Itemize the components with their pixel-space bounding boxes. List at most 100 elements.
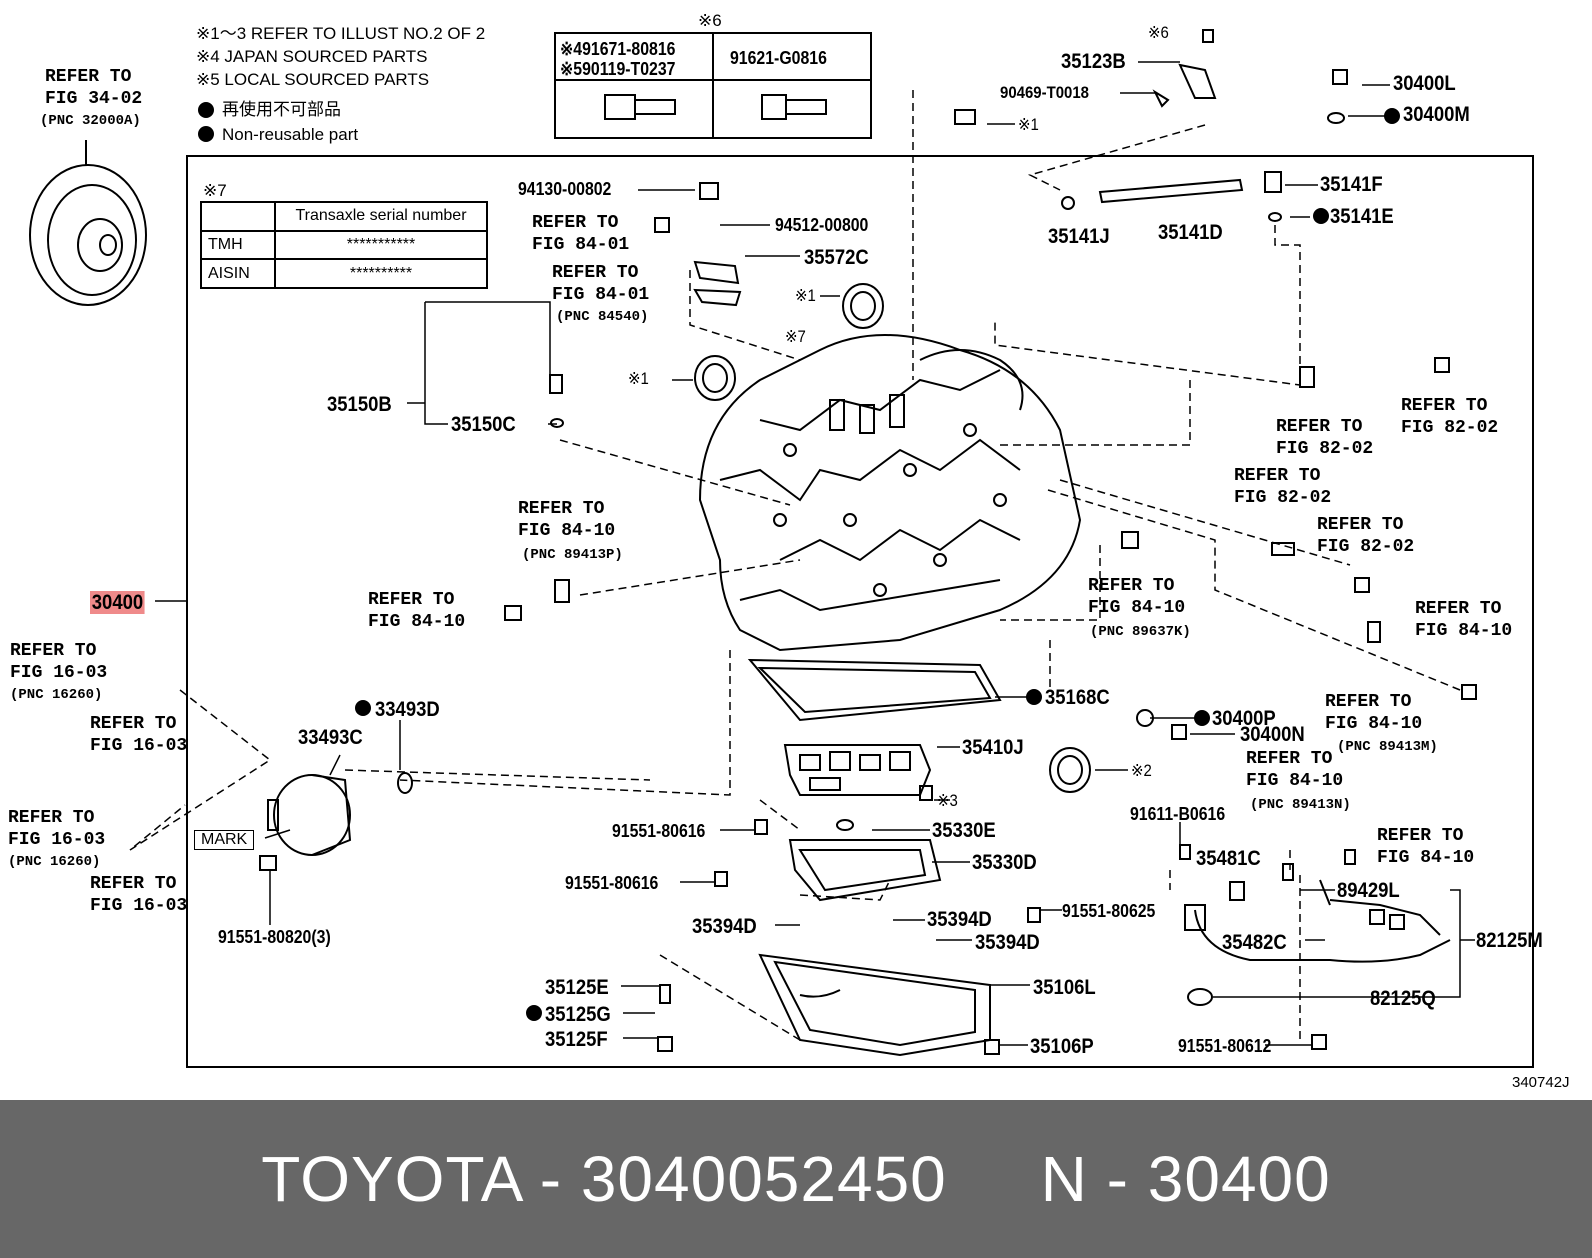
part-label-35125E[interactable]: 35125E	[545, 976, 609, 999]
part-label-35168C[interactable]: 35168C	[1045, 686, 1110, 709]
transaxle-case-drawing	[698, 334, 1082, 652]
bolt-table-part-1: ※491671-80816	[560, 39, 676, 59]
refer-pnc: (PNC 89413M)	[1337, 739, 1438, 755]
part-label-35125F[interactable]: 35125F	[545, 1028, 608, 1051]
refer-to-fig-84-01[interactable]: REFER TO FIG 84-01	[532, 213, 630, 255]
refer-to-fig-84-10[interactable]: REFER TO FIG 84-10	[1246, 749, 1344, 791]
refer-to-fig-16-03[interactable]: REFER TO FIG 16-03	[8, 808, 106, 850]
refer-pnc: (PNC 89637K)	[1090, 624, 1191, 640]
part-label-35150B[interactable]: 35150B	[327, 393, 392, 416]
strainer-drawing	[788, 819, 942, 902]
part-label-89429L[interactable]: 89429L	[1337, 879, 1400, 902]
part-label-90469-T0018[interactable]: 90469-T0018	[1000, 83, 1090, 102]
refer-to-fig-84-10[interactable]: REFER TO FIG 84-10	[1325, 692, 1423, 734]
part-label-35150C[interactable]: 35150C	[451, 413, 516, 436]
refer-to-fig-84-10[interactable]: REFER TO FIG 84-10	[1377, 826, 1475, 868]
part-label-91611-B0616[interactable]: 91611-B0616	[1130, 804, 1226, 824]
refer-to-fig-16-03[interactable]: REFER TO FIG 16-03	[90, 714, 188, 756]
seal-drawing-1	[842, 283, 884, 329]
part-label-35125G[interactable]: 35125G	[545, 1003, 611, 1026]
refer-pnc: (PNC 16260)	[8, 854, 101, 870]
part-label-35572C[interactable]: 35572C	[804, 246, 869, 269]
valve-body-drawing	[783, 744, 932, 796]
serial-table-marker: ※7	[203, 181, 227, 200]
refer-to-fig-82-02[interactable]: REFER TO FIG 82-02	[1317, 515, 1415, 557]
wire-harness-drawing	[1184, 879, 1451, 963]
refer-to-fig-82-02[interactable]: REFER TO FIG 82-02	[1401, 396, 1499, 438]
refer-to-fig-84-10[interactable]: REFER TO FIG 84-10	[518, 499, 616, 541]
refer-to-fig-84-10[interactable]: REFER TO FIG 84-10	[368, 590, 466, 632]
part-label-35141E[interactable]: 35141E	[1330, 205, 1394, 228]
highlighted-part-number: 30400	[90, 591, 145, 614]
refer-to-fig-16-03[interactable]: REFER TO FIG 16-03	[90, 874, 188, 916]
part-label-91551-80616[interactable]: 91551-80616	[565, 873, 659, 893]
mark-label: MARK	[194, 830, 255, 850]
part-footer-banner: TOYOTA - 3040052450 N - 30400	[0, 1100, 1592, 1258]
marker-s1: ※1	[795, 286, 816, 305]
refer-to-fig-16-03[interactable]: REFER TO FIG 16-03	[10, 641, 108, 683]
part-label-30400[interactable]: 30400	[90, 591, 145, 614]
part-label-30400L[interactable]: 30400L	[1393, 72, 1456, 95]
part-label-30400N[interactable]: 30400N	[1240, 723, 1305, 746]
part-label-82125Q[interactable]: 82125Q	[1370, 987, 1436, 1010]
refer-to-fig-84-10[interactable]: REFER TO FIG 84-10	[1415, 599, 1513, 641]
note-non-reusable-en: Non-reusable part	[222, 125, 359, 144]
oil-cooler-drawing	[267, 774, 352, 856]
part-label-94512-00800[interactable]: 94512-00800	[775, 215, 869, 235]
serial-row-name: TMH	[200, 229, 276, 261]
part-label-35141D[interactable]: 35141D	[1158, 221, 1223, 244]
part-label-35123B[interactable]: 35123B	[1061, 50, 1126, 73]
bolt-drawings	[259, 29, 1477, 1055]
part-label-91551-80616[interactable]: 91551-80616	[612, 821, 706, 841]
oil-pan-drawing	[758, 953, 991, 1057]
marker-s7: ※7	[785, 327, 806, 346]
part-label-35106L[interactable]: 35106L	[1033, 976, 1096, 999]
part-label-30400M[interactable]: 30400M	[1403, 103, 1470, 126]
part-label-35481C[interactable]: 35481C	[1196, 847, 1261, 870]
diagram-drawing	[29, 29, 1534, 1068]
refer-to-fig-84-10[interactable]: REFER TO FIG 84-10	[1088, 576, 1186, 618]
part-label-91551-80820[interactable]: 91551-80820(3)	[218, 927, 331, 947]
refer-pnc: (PNC 89413P)	[522, 547, 623, 563]
marker-s3: ※3	[937, 791, 958, 810]
refer-to-fig-82-02[interactable]: REFER TO FIG 82-02	[1276, 417, 1374, 459]
refer-pnc: (PNC 89413N)	[1250, 797, 1351, 813]
note-non-reusable-jp: 再使用不可部品	[222, 100, 341, 119]
part-label-35410J[interactable]: 35410J	[962, 736, 1024, 759]
part-label-35394D[interactable]: 35394D	[975, 931, 1040, 954]
part-label-35141F[interactable]: 35141F	[1320, 173, 1383, 196]
part-label-91551-80612[interactable]: 91551-80612	[1178, 1036, 1272, 1056]
serial-row-value: **********	[274, 258, 488, 289]
note-local-sourced: ※5 LOCAL SOURCED PARTS	[196, 70, 430, 89]
part-label-35330D[interactable]: 35330D	[972, 851, 1037, 874]
part-label-35394D[interactable]: 35394D	[692, 915, 757, 938]
serial-row-value: ***********	[274, 229, 488, 261]
serial-table-header: Transaxle serial number	[274, 201, 488, 232]
part-label-35482C[interactable]: 35482C	[1222, 931, 1287, 954]
part-label-35330E[interactable]: 35330E	[932, 819, 996, 842]
pan-gasket-drawing	[747, 658, 1002, 722]
part-label-82125M[interactable]: 82125M	[1476, 929, 1543, 952]
part-label-35141J[interactable]: 35141J	[1048, 225, 1110, 248]
part-label-91551-80625[interactable]: 91551-80625	[1062, 901, 1156, 921]
footer-brand: TOYOTA	[261, 1143, 521, 1215]
torque-converter-drawing	[29, 140, 147, 306]
footer-ref: N - 30400	[1040, 1143, 1331, 1215]
refer-to-fig-84-01[interactable]: REFER TO FIG 84-01	[552, 263, 650, 305]
refer-pnc: (PNC 32000A)	[40, 113, 141, 129]
marker-s1: ※1	[628, 369, 649, 388]
part-label-94130-00802[interactable]: 94130-00802	[518, 179, 612, 199]
part-label-33493D[interactable]: 33493D	[375, 698, 440, 721]
parts-diagram: ※1～3 REFER TO ILLUST NO.2 OF 2 ※4 JAPAN …	[8, 12, 1570, 1090]
refer-to-fig-82-02[interactable]: REFER TO FIG 82-02	[1234, 466, 1332, 508]
part-label-35394D[interactable]: 35394D	[927, 908, 992, 931]
marker-s2: ※2	[1131, 761, 1152, 780]
tube-drawing	[1061, 171, 1282, 210]
note-refer-illust: ※1～3 REFER TO ILLUST NO.2 OF 2	[196, 24, 486, 43]
serial-row-name: AISIN	[200, 258, 276, 289]
refer-to-fig-34-02[interactable]: REFER TO FIG 34-02	[45, 67, 143, 109]
bolt-table-part-3: 91621-G0816	[730, 48, 827, 68]
part-label-35106P[interactable]: 35106P	[1030, 1035, 1094, 1058]
part-label-33493C[interactable]: 33493C	[298, 726, 363, 749]
part-label-30400P[interactable]: 30400P	[1212, 707, 1276, 730]
